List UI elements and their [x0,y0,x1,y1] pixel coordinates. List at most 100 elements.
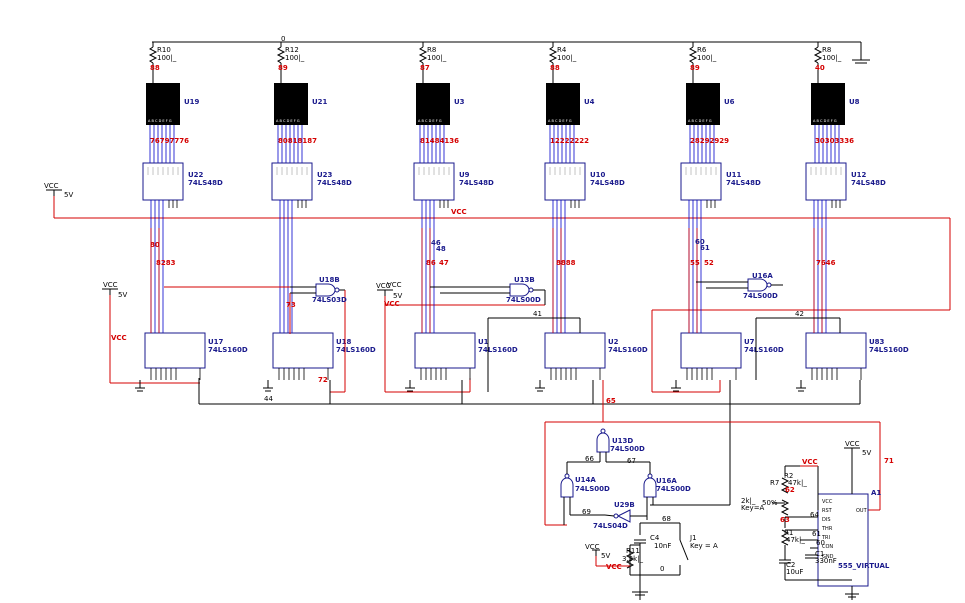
pot-key: Key=A [741,504,765,512]
ic-part: 74LS160D [478,346,518,354]
net-label-80: 80 [150,241,160,249]
net-label-44: 44 [264,395,273,403]
svg-text:74LS00D: 74LS00D [743,292,778,300]
ic-part: 74LS48D [851,179,886,187]
svg-text:67: 67 [627,457,636,465]
svg-text:74LS00D: 74LS00D [610,445,645,453]
ic-part: 74LS160D [869,346,909,354]
seven-seg-display [416,83,450,125]
resistor-net: 88 [550,64,560,72]
resistor-ref: R10 [157,46,171,54]
seven-seg-display [686,83,720,125]
switch-vcc-value: 5V [601,552,610,560]
display-pins: A B C D E F G [276,119,300,123]
svg-text:THR: THR [821,526,833,532]
seven-seg-display [546,83,580,125]
decoder-row: U2274LS48DU2374LS48DU974LS48DU1074LS48DU… [142,162,886,333]
net-label-47: 47 [439,259,449,267]
svg-text:U16A: U16A [656,477,677,485]
ic-ref: U23 [317,171,333,179]
ic-ref: U17 [208,338,224,346]
resistor-ref: R12 [285,46,299,54]
display-pins: A B C D E F G [418,119,442,123]
svg-text:U13D: U13D [612,437,633,445]
resistor-value: 100|_ [822,54,842,62]
svg-text:U16A: U16A [752,272,773,280]
r1-ref: R1 [784,529,793,537]
svg-text:VCC: VCC [103,281,118,289]
net-label-41: 41 [533,310,542,318]
gate-u29b: U29B 74LS04D [593,501,647,530]
net-label-60: 60 [695,238,705,246]
net-label-8283: 8283 [156,259,176,267]
display-net-labels: 28292929 [690,137,729,145]
j1-ref: J1 [689,534,697,542]
vcc-red-label-2: VCC [384,300,400,308]
net-label-61b: 61 [812,530,821,538]
pot-pct: 50% [762,499,778,507]
svg-text:74LS00D: 74LS00D [575,485,610,493]
timer-555: A1 555_VIRTUAL VCC RST DIS THR TRI CON G… [817,489,890,587]
ic-ref: U11 [726,171,742,179]
ic-ref: U18 [336,338,352,346]
top-rail [152,41,870,64]
gate-u14a: U14A 74LS00D 69 [560,462,610,525]
net-label-72: 72 [318,376,328,384]
svg-text:VCC: VCC [376,282,391,290]
r2-ref: R2 [784,472,793,480]
svg-text:TRI: TRI [821,535,830,541]
vcc-red-label-1: VCC [111,334,127,342]
ic-ref: U1 [478,338,489,346]
pot-value: 2k|_ [741,497,756,505]
resistor-net: 89 [278,64,288,72]
svg-text:5V: 5V [393,292,402,300]
resistor-value: 100|_ [157,54,177,62]
gate-u13d: U13D 74LS00D 66 67 [567,428,650,465]
gate-u13b: U13B 74LS00D [430,276,546,305]
svg-text:U18B: U18B [319,276,340,284]
vcc-label-mid: VCC [387,281,402,289]
ic-body [805,332,867,369]
svg-text:5V: 5V [118,291,127,299]
net-label-48: 48 [436,245,446,253]
ic-part: 74LS48D [590,179,625,187]
svg-text:VCC: VCC [44,182,59,190]
ic-ref: U10 [590,171,606,179]
net-label-68: 68 [662,515,671,523]
display-ref: U6 [724,98,735,106]
switch-vcc-red: VCC [606,563,622,571]
svg-text:74LS00D: 74LS00D [656,485,691,493]
display-net-labels: 81484136 [420,137,459,145]
ic-ref: U2 [608,338,619,346]
seven-seg-display [146,83,180,125]
ic-part: 74LS48D [459,179,494,187]
display-ref: U21 [312,98,328,106]
r11-ref: R11 [626,547,640,555]
ic-body [144,332,206,369]
svg-text:74LS04D: 74LS04D [593,522,628,530]
svg-text:DIS: DIS [822,517,831,523]
display-net-labels: 12222222 [550,137,589,145]
r1-value: 47k|_ [786,536,805,544]
resistor-ref: R8 [427,46,436,54]
resistor-value: 100|_ [557,54,577,62]
net-label-8888: 8888 [556,259,576,267]
ic-part: 74LS160D [744,346,784,354]
ic-ref: U83 [869,338,885,346]
timer-vcc-red: VCC [802,458,818,466]
display-pins: A B C D E F G [148,119,172,123]
j1-key: Key = A [690,542,718,550]
svg-text:73: 73 [286,301,296,309]
ic-body [544,332,606,369]
